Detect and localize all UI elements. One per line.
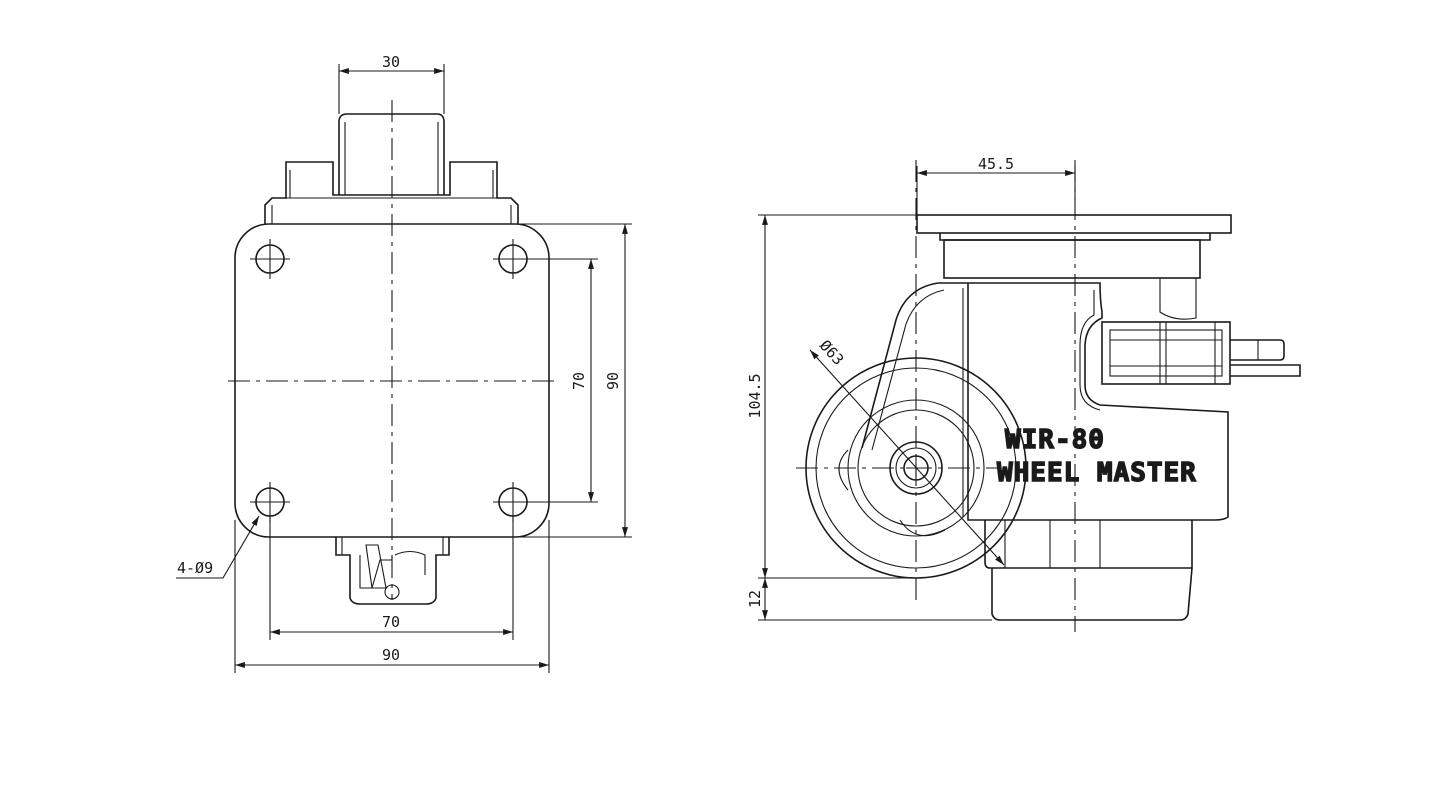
side-view: 45.5 104.5 12 Ø63 WIR-80 WHEEL MASTER [746, 155, 1301, 632]
main-body [938, 282, 1229, 521]
brake-assembly [335, 537, 450, 605]
dim-wheel-diameter: Ø63 [816, 337, 848, 369]
brake-lever [1101, 321, 1301, 385]
dim-plate-horizontal: 90 [382, 646, 400, 664]
dim-foot: 12 [746, 590, 764, 608]
leveling-foot [984, 520, 1193, 569]
dim-holes: 4-Ø9 [177, 559, 213, 577]
fork-arm [861, 282, 939, 449]
dim-top-width: 30 [382, 53, 400, 71]
dim-plate-vertical: 90 [604, 372, 622, 390]
dim-height: 104.5 [746, 373, 764, 418]
label-model: WIR-80 [1005, 425, 1105, 455]
dim-offset: 45.5 [978, 155, 1014, 173]
label-brand: WHEEL MASTER [997, 458, 1197, 488]
front-view: 30 70 90 70 90 4-Ø9 [176, 53, 632, 673]
dim-hole-horizontal: 70 [382, 613, 400, 631]
dim-hole-vertical: 70 [570, 372, 588, 390]
top-plate [916, 214, 1232, 234]
